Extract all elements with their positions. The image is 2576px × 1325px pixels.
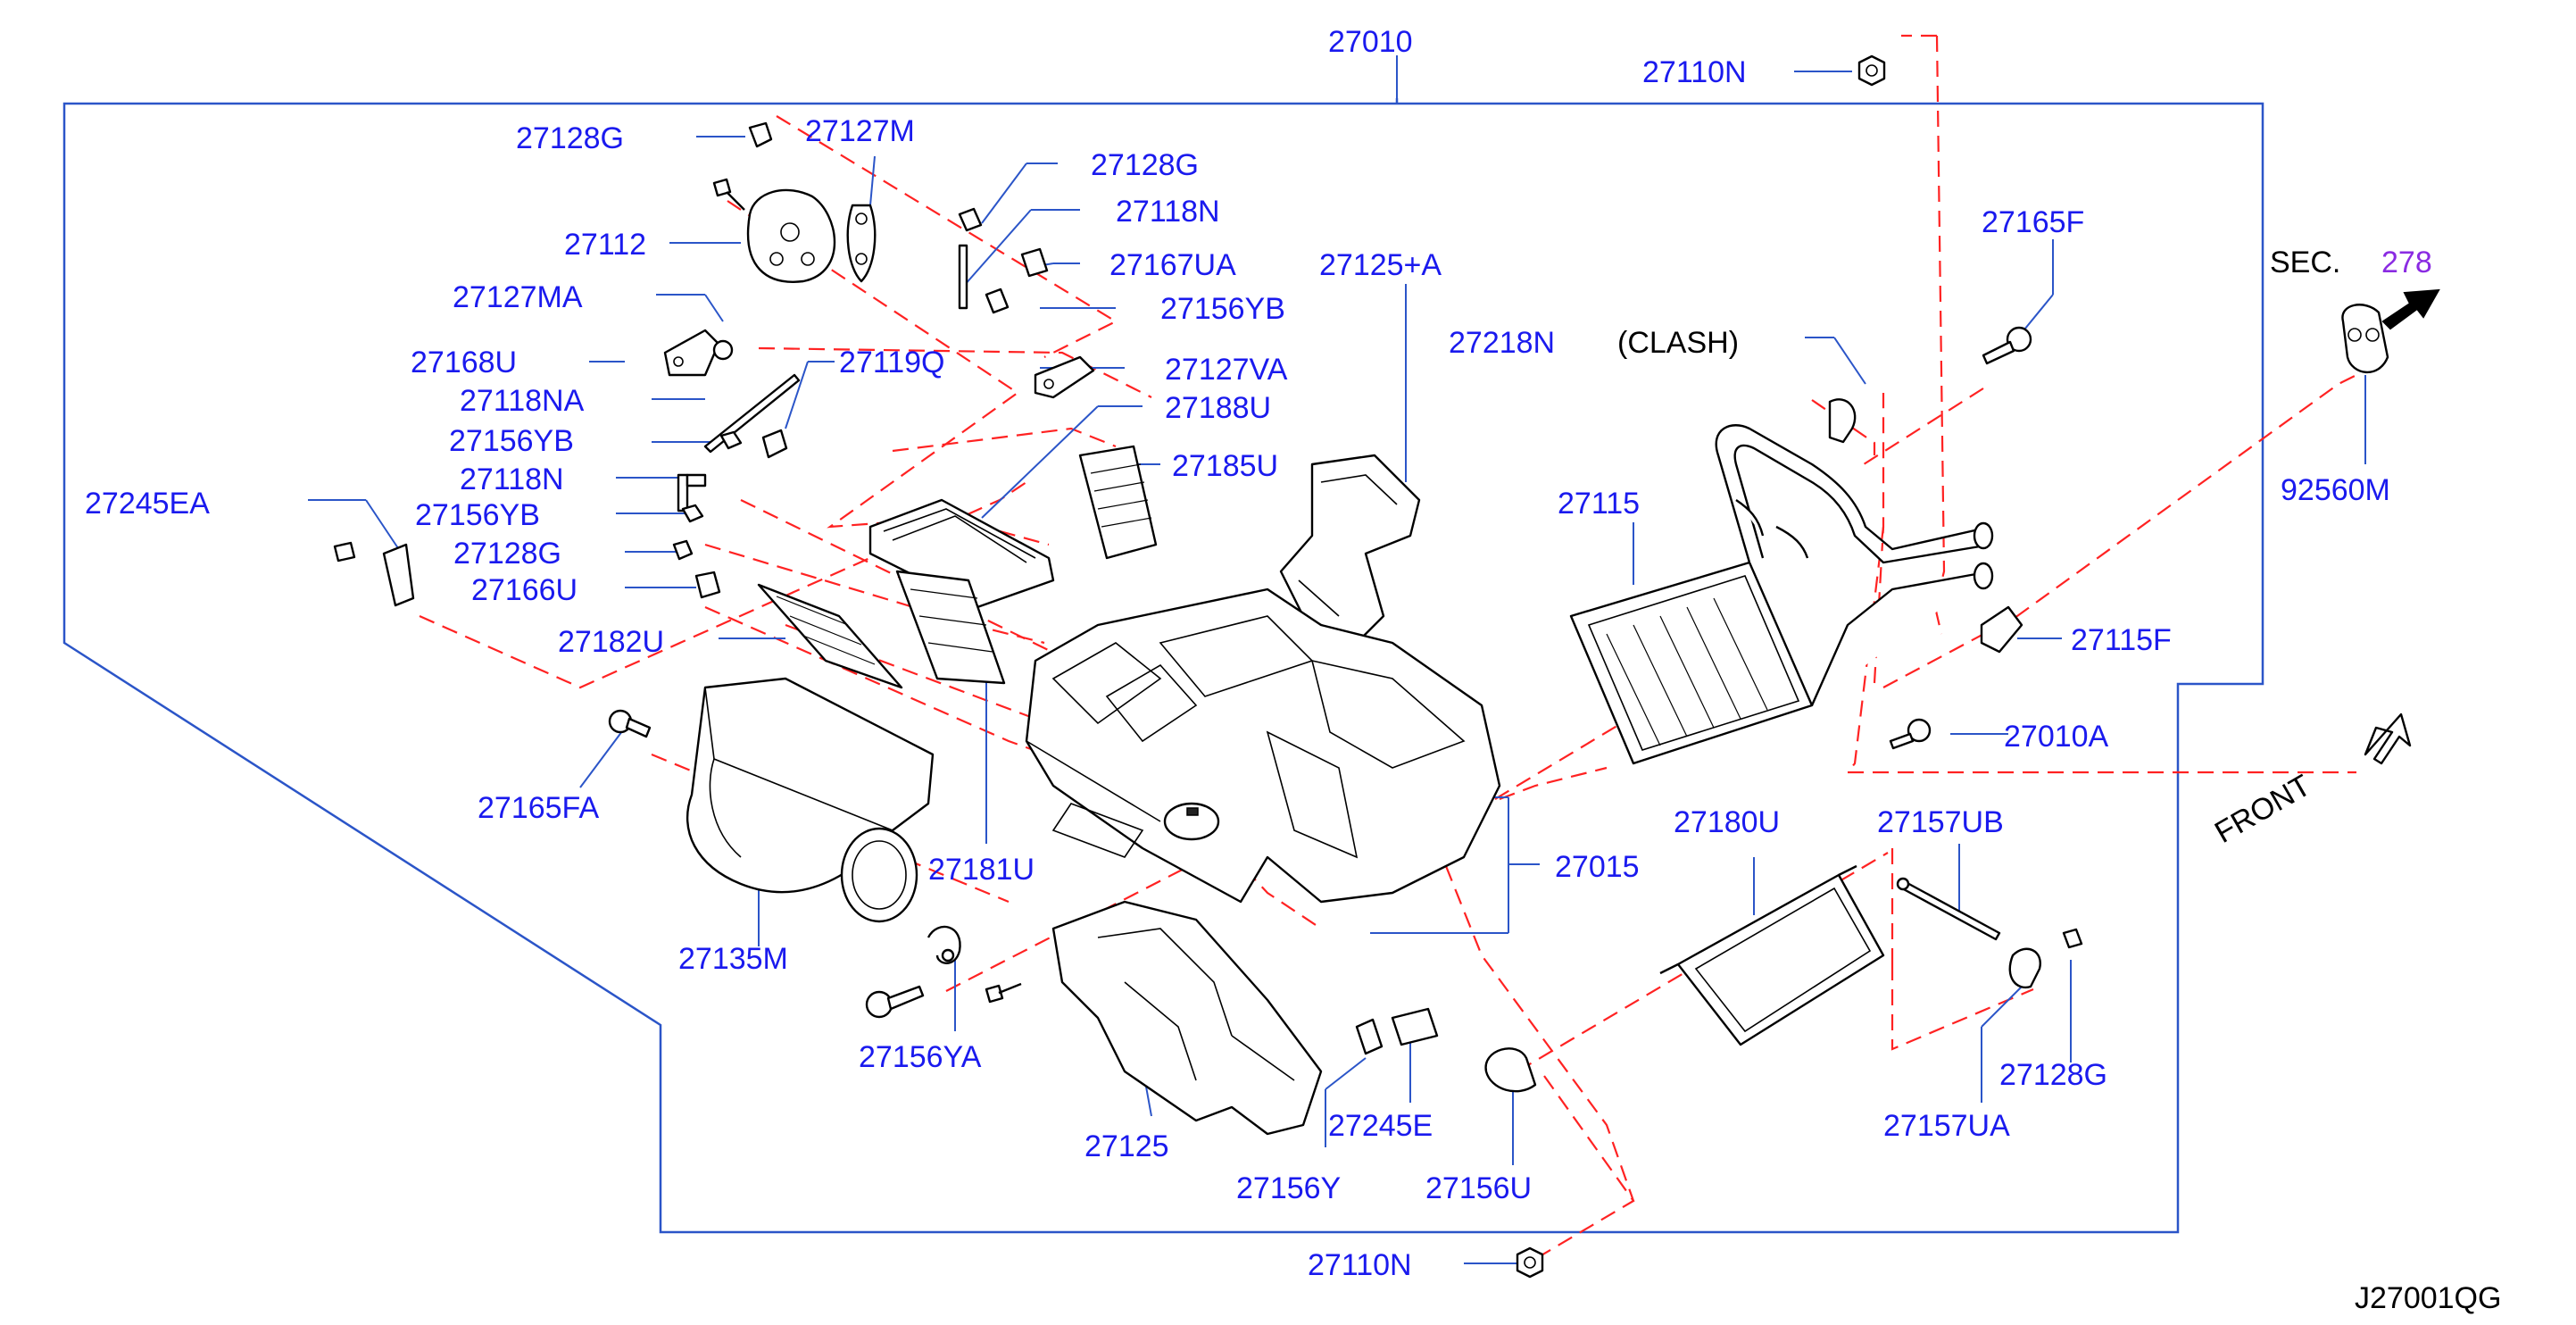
clip-27128g-upper: [958, 207, 983, 232]
bolt-27010a: [1889, 718, 1932, 750]
callout-27181u: 27181U: [928, 853, 1035, 887]
clip-27157ua: [2008, 947, 2041, 989]
callout-27156y: 27156Y: [1236, 1171, 1341, 1205]
grommet-92560m: [2341, 304, 2389, 374]
callout-27112: 27112: [564, 228, 646, 262]
callout-27010a: 27010A: [2004, 720, 2109, 754]
callout-27110n-bottom: 27110N: [1308, 1248, 1412, 1282]
lever-27127va: [1034, 355, 1095, 399]
callout-27115: 27115: [1558, 487, 1640, 521]
callout-27127va: 27127VA: [1165, 353, 1288, 387]
callout-27185u: 27185U: [1172, 449, 1278, 483]
sec-direction-arrow: [2381, 288, 2440, 330]
callout-27127m: 27127M: [805, 114, 915, 148]
clip-27128g-top: [748, 121, 773, 148]
callout-27128g-2: 27128G: [453, 537, 561, 571]
callout-27119q: 27119Q: [839, 346, 944, 379]
heater-case-27015: [1025, 588, 1501, 904]
filter-27185u: [1078, 445, 1158, 560]
assembly-frame: [62, 98, 2264, 1234]
front-label: FRONT: [2209, 768, 2316, 849]
duct-27125-lower: [1051, 900, 1323, 1136]
bracket-27168u: [663, 329, 720, 377]
callout-27156ya: 27156YA: [859, 1040, 982, 1074]
callout-27125: 27125: [1084, 1129, 1169, 1163]
clip-27156yb-upper: [985, 288, 1010, 314]
callout-27127ma: 27127MA: [453, 280, 583, 314]
callout-27010: 27010: [1328, 25, 1413, 59]
door-27181u: [895, 570, 1006, 685]
bolt-27156ya: [865, 985, 925, 1019]
clip-27156ya: [927, 925, 961, 964]
panel-27180u: [1659, 864, 1885, 1046]
callout-92560m: 92560M: [2281, 473, 2390, 507]
sec-label: SEC.: [2270, 246, 2340, 279]
clip-27167ua: [1020, 247, 1049, 278]
callout-27182u: 27182U: [558, 625, 664, 659]
filter-27188u: [868, 498, 1055, 609]
callout-27118n-1: 27118N: [460, 462, 564, 496]
link-plate-27112: [746, 188, 836, 283]
callout-27157ua: 27157UA: [1883, 1109, 2010, 1143]
clip-27156yb-lower: [681, 504, 704, 523]
screw-lower-duct: [985, 982, 1022, 1004]
clip-27127ma: [712, 339, 734, 361]
clip-27128g-left: [672, 539, 694, 561]
callout-27157ub: 27157UB: [1877, 805, 2004, 839]
nut-27110n-top: [1857, 54, 1886, 87]
heater-core-27115: [1569, 424, 1994, 765]
callout-27015: 27015: [1555, 850, 1640, 884]
callout-27245e: 27245E: [1328, 1109, 1433, 1143]
callout-27165f: 27165F: [1982, 205, 2084, 239]
callout-27135m: 27135M: [678, 942, 788, 976]
callout-27165fa: 27165FA: [478, 791, 599, 825]
callout-27156u: 27156U: [1425, 1171, 1532, 1205]
callout-27180u: 27180U: [1674, 805, 1780, 839]
door-27182u: [757, 583, 903, 689]
clip-27156y: [1355, 1018, 1384, 1055]
callout-27156yb-1: 27156YB: [449, 424, 574, 458]
callout-27167ua: 27167UA: [1109, 248, 1236, 282]
callout-27156yb-2: 27156YB: [415, 498, 540, 532]
clash-label: (CLASH): [1617, 326, 1739, 360]
callout-27110n-top: 27110N: [1642, 55, 1747, 89]
callout-27245ea: 27245EA: [85, 487, 210, 521]
callout-27218n: 27218N: [1449, 326, 1555, 360]
bolt-27165f: [1982, 326, 2032, 365]
clip-27128g-right: [2062, 928, 2083, 949]
bracket-27245e: [1391, 1007, 1439, 1046]
clamp-27218n: [1828, 398, 1857, 444]
clip-27156u: [1484, 1047, 1537, 1093]
bolt-27165fa: [608, 709, 652, 738]
diagram-reference: J27001QG: [2355, 1281, 2501, 1315]
screw-upper-left: [712, 178, 745, 211]
callout-27118na: 27118NA: [460, 384, 585, 418]
callout-27128g-4: 27128G: [1999, 1058, 2107, 1092]
callout-27156yb-3: 27156YB: [1160, 292, 1285, 326]
callout-27115f: 27115F: [2071, 623, 2172, 657]
leader-lines: [308, 71, 2366, 1264]
clip-27119q: [761, 429, 788, 459]
front-direction-arrow: [2364, 712, 2412, 765]
lever-27127m: [846, 204, 877, 283]
clip-27166u: [694, 571, 721, 599]
sec-number: 278: [2381, 246, 2432, 279]
clip-27115f: [1980, 605, 2023, 654]
sensor-27157ub: [1896, 877, 2001, 941]
rod-27118n-upper: [958, 244, 968, 310]
duct-27125a: [1279, 454, 1421, 645]
callout-27168u: 27168U: [411, 346, 517, 379]
callout-27166u: 27166U: [471, 573, 578, 607]
callout-27118n-2: 27118N: [1116, 195, 1220, 229]
blower-27135m: [686, 677, 935, 923]
nut-27110n-bottom: [1516, 1246, 1544, 1279]
callout-27128g-1: 27128G: [516, 121, 624, 155]
clip-27156yb-left: [719, 430, 743, 450]
bracket-27245ea: [333, 541, 415, 607]
callout-27125a: 27125+A: [1319, 248, 1442, 282]
callout-27128g-3: 27128G: [1091, 148, 1199, 182]
callout-27188u: 27188U: [1165, 391, 1271, 425]
